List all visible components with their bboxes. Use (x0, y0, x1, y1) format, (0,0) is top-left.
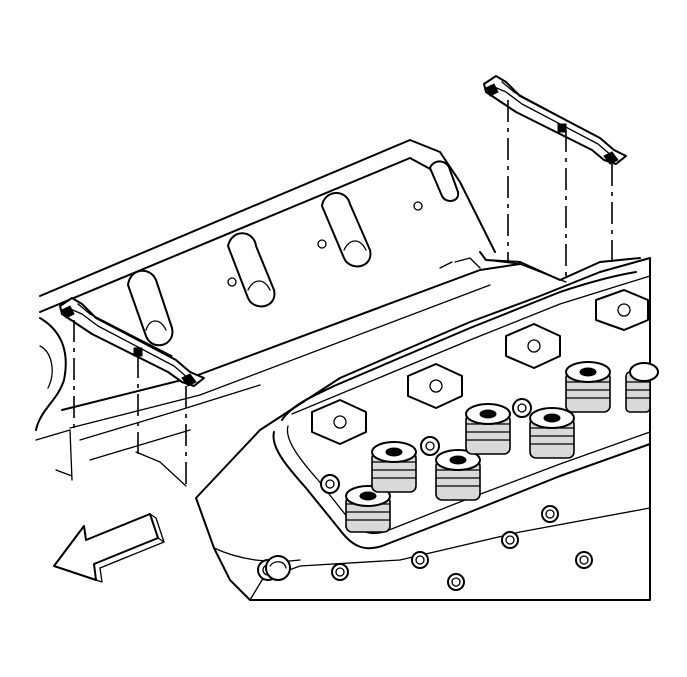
valve-springs (345, 361, 659, 533)
lifter-bore-openings (127, 160, 460, 347)
upper-bracket-install-lines (485, 100, 613, 283)
valve-spring (565, 361, 611, 413)
upper-oil-deflector-bracket (483, 75, 627, 165)
valve-spring (435, 449, 481, 501)
valve-spring (465, 403, 511, 455)
rocker-pedestals (311, 289, 649, 494)
valve-spring (529, 407, 575, 459)
lower-oil-deflector-bracket (59, 297, 205, 387)
valve-spring (625, 362, 659, 413)
cylinder-head (195, 257, 659, 601)
valve-spring (371, 441, 417, 493)
lower-bracket-install-lines (73, 320, 187, 487)
direction-arrow-icon (53, 513, 165, 583)
valve-spring (345, 485, 391, 533)
head-plug (265, 555, 291, 581)
engine-block-valley (35, 139, 641, 481)
